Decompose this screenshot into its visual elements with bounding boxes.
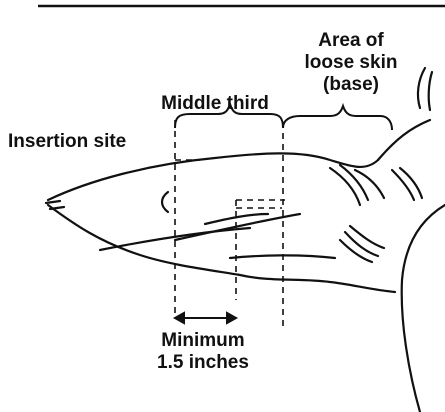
area-label-line-2: loose skin (283, 52, 419, 74)
minimum-label-line-1: Minimum (138, 330, 268, 352)
middle-third-label: Middle third (140, 93, 290, 115)
minimum-label-line-2: 1.5 inches (138, 352, 268, 374)
minimum-distance-label: Minimum 1.5 inches (138, 330, 268, 374)
minimum-measure-arrow (175, 313, 236, 323)
dashed-guides (175, 120, 285, 330)
loose-skin-bracket (283, 106, 392, 130)
area-label-line-1: Area of (283, 30, 419, 52)
insertion-site-mark (162, 192, 168, 212)
area-of-loose-skin-label: Area of loose skin (base) (283, 30, 419, 96)
area-label-line-3: (base) (283, 74, 419, 96)
insertion-site-label: Insertion site (8, 131, 126, 153)
